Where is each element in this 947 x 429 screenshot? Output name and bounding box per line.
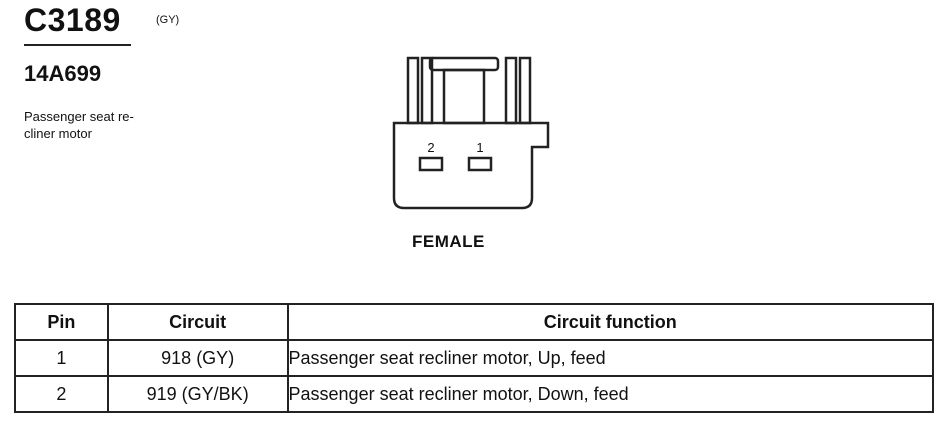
lock-tab-top: [428, 56, 500, 72]
connector-id-underline: [24, 44, 131, 46]
lock-tab-body: [442, 68, 486, 125]
left-latch-inner: [420, 56, 434, 125]
connector-gender-label: FEMALE: [412, 232, 485, 251]
color-code: (GY): [156, 14, 180, 26]
right-latch-outer: [518, 56, 532, 125]
circuit-cell: 918 (GY): [106, 339, 289, 377]
function-cell: Passenger seat recliner motor, Up, feed: [286, 339, 935, 377]
column-header-pin: Pin: [14, 303, 109, 341]
circuit-cell: 919 (GY/BK): [106, 375, 289, 413]
pin-label-1: 1: [476, 140, 483, 155]
part-number: 14A699: [24, 61, 102, 86]
pin-cavity-2: [418, 156, 444, 172]
pin-cell: 1: [14, 339, 109, 377]
right-latch-inner: [504, 56, 518, 125]
column-header-function: Circuit function: [286, 303, 935, 341]
left-latch-outer: [406, 56, 420, 125]
connector-face-diagram: 2 1: [392, 56, 550, 210]
pin-label-2: 2: [427, 140, 434, 155]
table-row: 2 919 (GY/BK) Passenger seat recliner mo…: [14, 375, 935, 413]
pin-cavity-1: [467, 156, 493, 172]
connector-id: C3189: [24, 2, 121, 38]
pin-cell: 2: [14, 375, 109, 413]
pinout-table: Pin Circuit Circuit function 1 918 (GY) …: [14, 303, 935, 413]
function-cell: Passenger seat recliner motor, Down, fee…: [286, 375, 935, 413]
connector-body: [392, 121, 550, 210]
table-header-row: Pin Circuit Circuit function: [14, 303, 935, 341]
column-header-circuit: Circuit: [106, 303, 289, 341]
table-row: 1 918 (GY) Passenger seat recliner motor…: [14, 339, 935, 377]
connector-description: Passenger seat re- cliner motor: [24, 109, 134, 141]
